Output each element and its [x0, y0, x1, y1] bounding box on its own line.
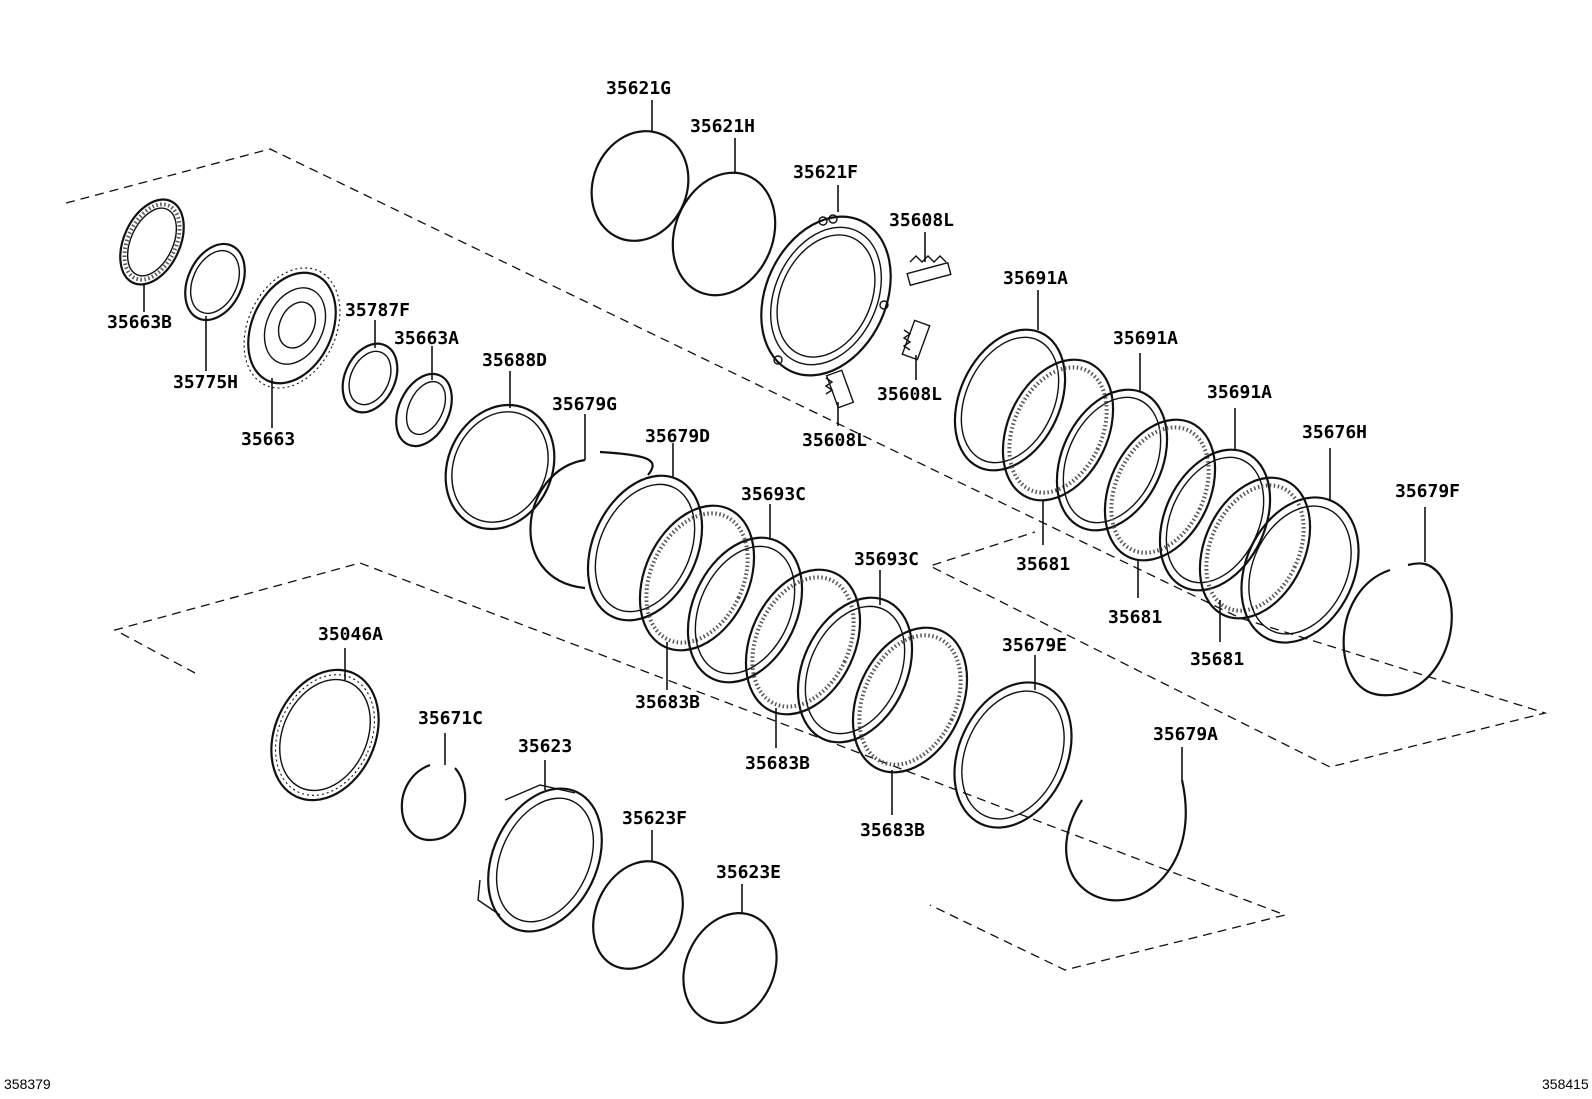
figure-code-left: 358379	[4, 1076, 51, 1092]
label-35623F[interactable]: 35623F	[622, 808, 687, 829]
label-35621G[interactable]: 35621G	[606, 78, 671, 99]
label-35683B-1[interactable]: 35683B	[635, 692, 700, 713]
label-35608L-low[interactable]: 35608L	[802, 430, 867, 451]
label-35679F[interactable]: 35679F	[1395, 481, 1460, 502]
ring-35688D[interactable]	[426, 387, 574, 547]
snap-ring-35679A[interactable]	[1065, 779, 1187, 902]
label-35693C-1[interactable]: 35693C	[741, 484, 806, 505]
label-35681-2[interactable]: 35681	[1108, 607, 1162, 628]
disc-35681-3[interactable]	[1178, 460, 1331, 636]
label-35679A[interactable]: 35679A	[1153, 724, 1218, 745]
label-35679E[interactable]: 35679E	[1002, 635, 1067, 656]
label-35623E[interactable]: 35623E	[716, 862, 781, 883]
spring-35608L-top[interactable]	[906, 255, 952, 287]
label-35621F[interactable]: 35621F	[793, 162, 858, 183]
plate-35693C-1[interactable]	[666, 519, 824, 701]
label-35679G[interactable]: 35679G	[552, 394, 617, 415]
plate-35691A-1[interactable]	[933, 312, 1086, 488]
plate-35679E[interactable]	[932, 663, 1094, 846]
plate-35691A-2[interactable]	[1035, 372, 1188, 548]
disc-35681-2[interactable]	[1083, 402, 1236, 578]
disc-35683B-2[interactable]	[724, 551, 882, 733]
disc-35683B-3[interactable]	[831, 609, 989, 791]
o-ring-35623F[interactable]	[576, 846, 699, 983]
label-35683B-3[interactable]: 35683B	[860, 820, 925, 841]
spring-35608L-mid[interactable]	[901, 319, 931, 361]
plate-35679D[interactable]	[566, 457, 724, 639]
group-outline-upper	[65, 148, 1548, 768]
label-35046A[interactable]: 35046A	[318, 624, 383, 645]
o-ring-35623E[interactable]	[666, 898, 794, 1039]
label-35608L-top[interactable]: 35608L	[889, 210, 954, 231]
label-35787F[interactable]: 35787F	[345, 300, 410, 321]
label-35775H[interactable]: 35775H	[173, 372, 238, 393]
plate-35693C-2[interactable]	[776, 579, 934, 761]
washer-35787F[interactable]	[332, 335, 408, 421]
snap-ring-35679F[interactable]	[1342, 562, 1453, 697]
spring-35608L-low[interactable]	[824, 369, 855, 409]
disc-35681-1[interactable]	[981, 342, 1134, 518]
label-35663B[interactable]: 35663B	[107, 312, 172, 333]
label-35663[interactable]: 35663	[241, 429, 295, 450]
label-35676H[interactable]: 35676H	[1302, 422, 1367, 443]
snap-ring-35679G[interactable]	[529, 450, 654, 590]
disc-35683B-1[interactable]	[618, 487, 776, 669]
bearing-35663A[interactable]	[385, 365, 462, 455]
label-35683B-2[interactable]: 35683B	[745, 753, 810, 774]
label-35671C[interactable]: 35671C	[418, 708, 483, 729]
piston-35623[interactable]	[466, 770, 624, 950]
label-35681-1[interactable]: 35681	[1016, 554, 1070, 575]
label-35608L-mid[interactable]: 35608L	[877, 384, 942, 405]
plate-35046A[interactable]	[251, 652, 399, 818]
label-35663A[interactable]: 35663A	[394, 328, 459, 349]
label-35688D[interactable]: 35688D	[482, 350, 547, 371]
bearing-35663B[interactable]	[108, 189, 197, 294]
piston-35621F[interactable]	[737, 195, 916, 396]
washer-35775H[interactable]	[174, 234, 257, 329]
label-35681-3[interactable]: 35681	[1190, 649, 1244, 670]
snap-ring-35671C[interactable]	[400, 763, 467, 842]
label-35691A-2[interactable]: 35691A	[1113, 328, 1178, 349]
label-35691A-3[interactable]: 35691A	[1207, 382, 1272, 403]
label-35621H[interactable]: 35621H	[690, 116, 755, 137]
hub-35663[interactable]	[225, 252, 358, 403]
o-ring-35621H[interactable]	[655, 157, 793, 311]
label-35623[interactable]: 35623	[518, 736, 572, 757]
label-35691A-1[interactable]: 35691A	[1003, 268, 1068, 289]
group-outline-lower	[113, 562, 1288, 971]
plate-35676H[interactable]	[1219, 478, 1381, 661]
label-35679D[interactable]: 35679D	[645, 426, 710, 447]
figure-code-right: 358415	[1542, 1076, 1589, 1092]
o-ring-35621G[interactable]	[575, 116, 704, 255]
label-35693C-2[interactable]: 35693C	[854, 549, 919, 570]
